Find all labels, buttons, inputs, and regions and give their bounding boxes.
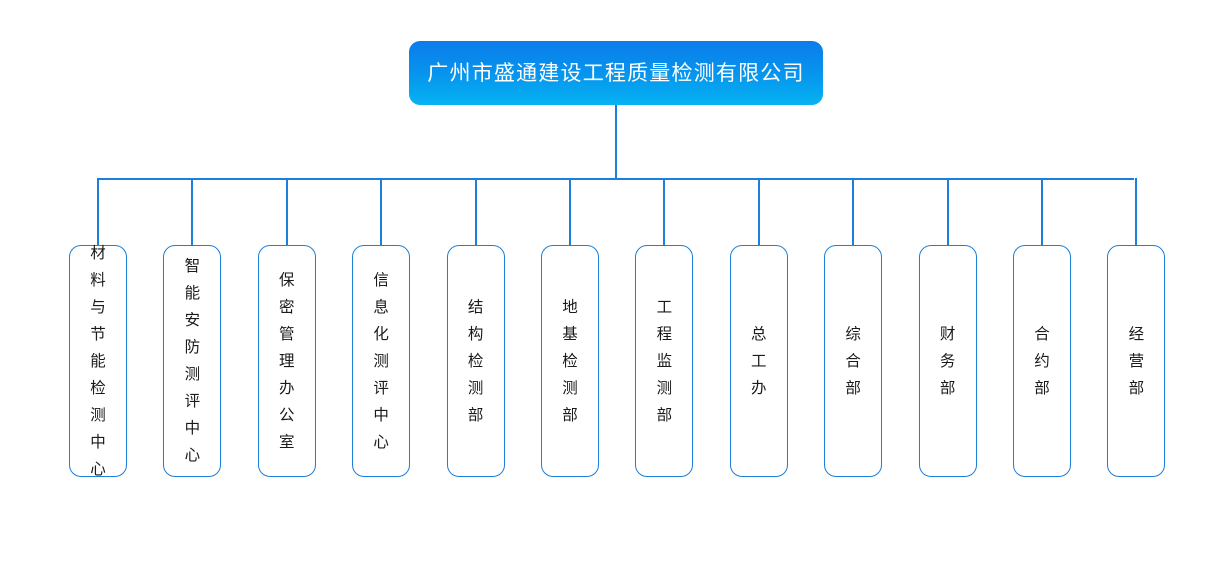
department-node-2[interactable]: 智能安防测评中心: [163, 245, 222, 477]
connector-drop-9: [852, 178, 855, 245]
department-node-label: 地基检测部: [562, 297, 578, 424]
department-node-10[interactable]: 财务部: [918, 245, 977, 477]
department-node-label: 财务部: [939, 324, 956, 397]
department-node-label: 总工办: [751, 324, 767, 397]
department-node-label: 材料与节能检测中心: [90, 243, 106, 478]
department-node-6[interactable]: 地基检测部: [541, 245, 599, 477]
department-node-8[interactable]: 总工办: [729, 245, 788, 477]
connector-drop-1: [97, 178, 99, 245]
department-node-label: 经营部: [1128, 324, 1145, 397]
connector-drop-3: [285, 178, 288, 245]
connector-drop-4: [380, 178, 383, 245]
root-node-label: 广州市盛通建设工程质量检测有限公司: [427, 60, 805, 85]
connector-drop-2: [191, 178, 194, 245]
department-node-label: 结构检测部: [467, 297, 484, 424]
connector-drop-12: [1135, 178, 1138, 245]
connector-drop-7: [663, 178, 666, 245]
department-node-label: 信息化测评中心: [373, 270, 389, 451]
department-node-label: 工程监测部: [656, 297, 673, 424]
department-node-9[interactable]: 综合部: [824, 245, 883, 477]
department-node-5[interactable]: 结构检测部: [446, 245, 505, 477]
connector-drop-8: [757, 178, 760, 245]
department-node-7[interactable]: 工程监测部: [635, 245, 694, 477]
department-node-12[interactable]: 经营部: [1107, 245, 1166, 477]
connector-drop-5: [474, 178, 477, 245]
root-node-company[interactable]: 广州市盛通建设工程质量检测有限公司: [409, 41, 823, 105]
department-node-label: 智能安防测评中心: [184, 257, 201, 464]
department-node-4[interactable]: 信息化测评中心: [352, 245, 411, 477]
department-node-label: 合约部: [1034, 324, 1050, 397]
department-node-label: 综合部: [845, 324, 861, 397]
connector-horizontal-bus: [97, 178, 1134, 180]
connector-drop-6: [569, 178, 571, 245]
connector-drop-10: [946, 178, 949, 245]
department-node-11[interactable]: 合约部: [1013, 245, 1071, 477]
department-node-1[interactable]: 材料与节能检测中心: [69, 244, 127, 478]
department-node-label: 保密管理办公室: [279, 270, 295, 451]
connector-drop-11: [1041, 178, 1043, 245]
connector-root-stem: [615, 105, 617, 180]
department-node-3[interactable]: 保密管理办公室: [257, 245, 316, 477]
